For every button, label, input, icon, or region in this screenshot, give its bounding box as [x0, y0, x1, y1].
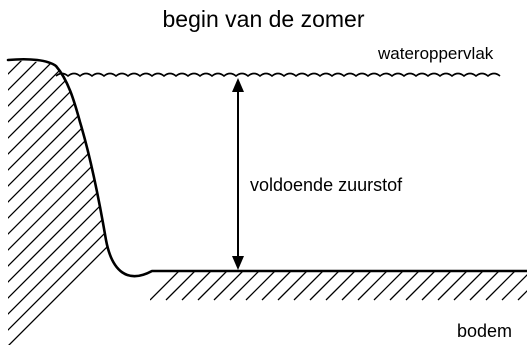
depth-double-arrow: [232, 78, 244, 270]
left-bank-hatching: [8, 60, 152, 345]
arrow-up-head: [232, 78, 244, 92]
lake-bottom-hatching: [150, 271, 527, 301]
diagram-title: begin van de zomer: [162, 6, 365, 32]
water-surface-line: [55, 72, 501, 78]
lake-bed-outline: [6, 57, 527, 278]
water-surface-label: wateroppervlak: [378, 44, 494, 63]
oxygen-level-label: voldoende zuurstof: [250, 175, 403, 195]
arrow-down-head: [232, 256, 244, 270]
lake-bottom-label: bodem: [457, 321, 513, 341]
